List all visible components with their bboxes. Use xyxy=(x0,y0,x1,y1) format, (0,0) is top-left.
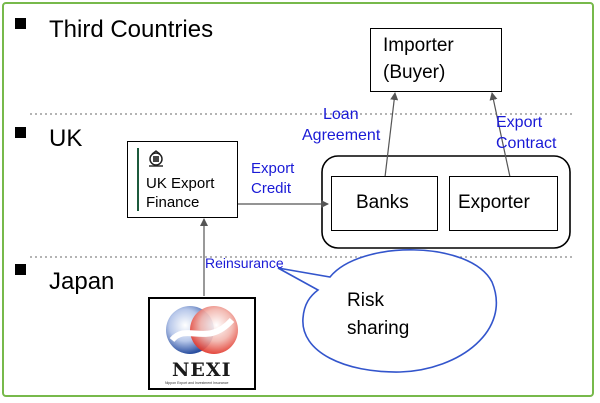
importer-box xyxy=(370,28,502,92)
loan-agreement-label: Loan Agreement xyxy=(302,105,380,147)
loan-label-line1: Loan xyxy=(323,106,359,123)
exporter-label: Exporter xyxy=(458,192,530,213)
ukef-sublabel: Finance xyxy=(146,194,200,211)
banks-label: Banks xyxy=(356,192,409,213)
ukef-label: UK Export xyxy=(146,175,215,192)
section-uk: UK xyxy=(49,125,83,152)
crest-icon xyxy=(147,150,165,168)
export-credit-line1: Export xyxy=(251,160,295,177)
section-japan: Japan xyxy=(49,268,115,295)
export-credit-label: Export Credit xyxy=(251,159,294,198)
nexi-logo-text: NEXI xyxy=(172,359,232,381)
reinsurance-label: Reinsurance xyxy=(205,255,284,271)
ukef-accent-bar xyxy=(137,148,139,211)
exporter-box xyxy=(449,176,558,231)
export-credit-line2: Credit xyxy=(251,179,292,197)
importer-sublabel: (Buyer) xyxy=(383,62,446,83)
banks-box xyxy=(331,176,438,231)
loan-label-line2: Agreement xyxy=(302,126,381,144)
bullet-japan xyxy=(15,264,26,275)
risk-sharing-callout xyxy=(277,249,498,373)
nexi-tagline: Nippon Export and Investment Insurance xyxy=(165,381,229,385)
risk-sharing-line1: Risk xyxy=(347,290,384,311)
importer-label: Importer xyxy=(383,35,454,56)
bullet-uk xyxy=(15,127,26,138)
nexi-logo-icon xyxy=(162,302,242,358)
risk-sharing-line2: sharing xyxy=(347,318,410,339)
bullet-third-countries xyxy=(15,18,26,29)
arrow-exporter-to-importer xyxy=(489,92,511,178)
export-contract-label: Export Contract xyxy=(496,113,556,155)
section-third-countries: Third Countries xyxy=(49,16,214,43)
ukef-box xyxy=(127,141,238,218)
export-contract-line1: Export xyxy=(496,114,543,131)
export-contract-line2: Contract xyxy=(496,134,557,152)
arrow-banks-to-importer xyxy=(384,92,399,178)
